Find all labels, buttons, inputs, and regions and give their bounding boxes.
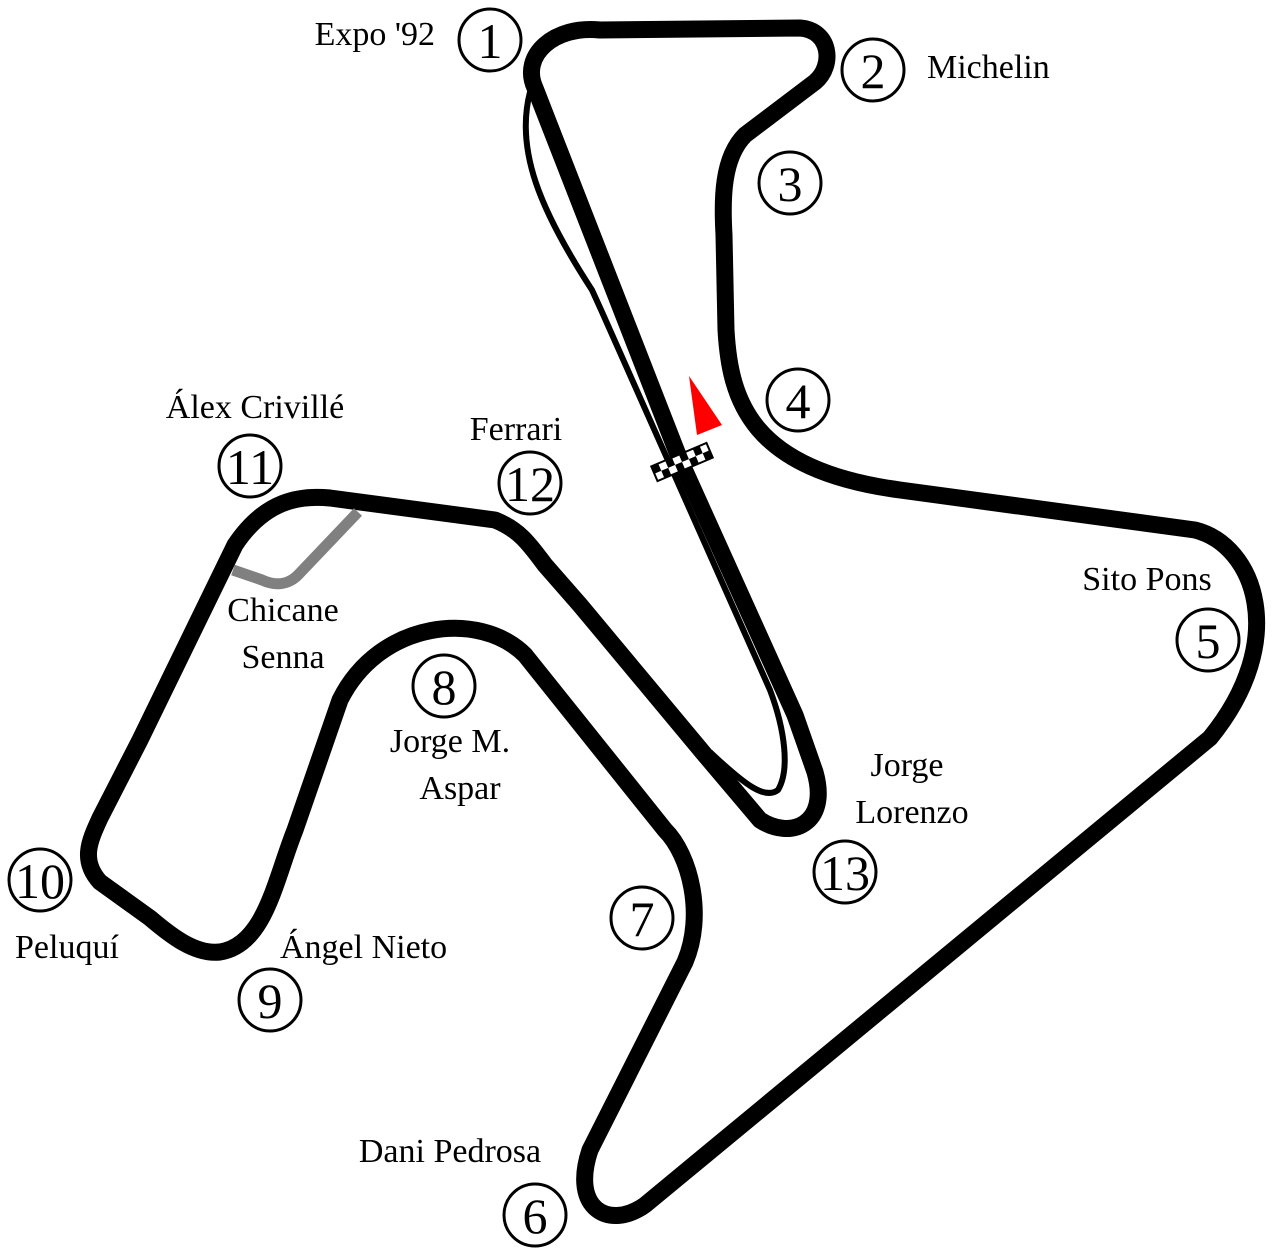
pit-lane — [522, 91, 788, 797]
chicane-name-line1: Chicane — [227, 592, 338, 629]
corner-number: 13 — [820, 845, 870, 901]
corner-name-ferrari: Ferrari — [470, 411, 563, 448]
corner-name-peluqui: Peluquí — [15, 929, 119, 966]
corner-name-angel-nieto: Ángel Nieto — [280, 929, 447, 966]
corner-number: 5 — [1196, 613, 1221, 669]
corner-name-expo-92: Expo '92 — [315, 16, 435, 53]
corner-name-michelin: Michelin — [927, 49, 1050, 86]
corner-number: 9 — [258, 973, 283, 1029]
corner-number: 11 — [226, 439, 274, 495]
corner-name-jorge: Jorge — [870, 747, 943, 784]
corner-8: 8 — [411, 653, 477, 719]
corner-6: 6 — [502, 1182, 568, 1248]
red-triangle-arrow-icon — [689, 376, 722, 435]
corner-number: 12 — [505, 456, 555, 512]
corner-number: 2 — [861, 43, 886, 99]
corner-3: 3 — [757, 150, 823, 216]
corner-name-alex-criville: Álex Crivillé — [166, 389, 344, 426]
corner-5: 5 — [1175, 607, 1241, 673]
corner-2: 2 — [840, 37, 906, 103]
corner-number: 4 — [786, 373, 811, 429]
corner-name-lorenzo: Lorenzo — [855, 794, 968, 831]
corner-12: 12 — [497, 450, 563, 516]
chicane-senna-track — [231, 508, 362, 590]
corner-9: 9 — [237, 967, 303, 1033]
corner-1: 1 — [457, 7, 523, 73]
corner-name-aspar: Aspar — [419, 770, 501, 807]
corner-10: 10 — [7, 847, 73, 913]
corner-name-jorge-m: Jorge M. — [390, 723, 510, 760]
corner-name-dani-pedrosa: Dani Pedrosa — [359, 1133, 541, 1170]
corner-7: 7 — [609, 885, 675, 951]
checkered-flag-icon — [649, 441, 715, 483]
corner-number: 10 — [15, 853, 65, 909]
corner-13: 13 — [812, 839, 878, 905]
chicane-name-line2: Senna — [241, 639, 324, 676]
corner-number: 8 — [432, 659, 457, 715]
corner-number: 7 — [630, 891, 655, 947]
corner-4: 4 — [765, 367, 831, 433]
corner-number: 6 — [523, 1188, 548, 1244]
corner-11: 11 — [217, 433, 283, 499]
corner-number: 3 — [778, 156, 803, 212]
corner-number: 1 — [478, 13, 503, 69]
corner-name-sito-pons: Sito Pons — [1082, 561, 1211, 598]
main-track — [79, 19, 1265, 1224]
